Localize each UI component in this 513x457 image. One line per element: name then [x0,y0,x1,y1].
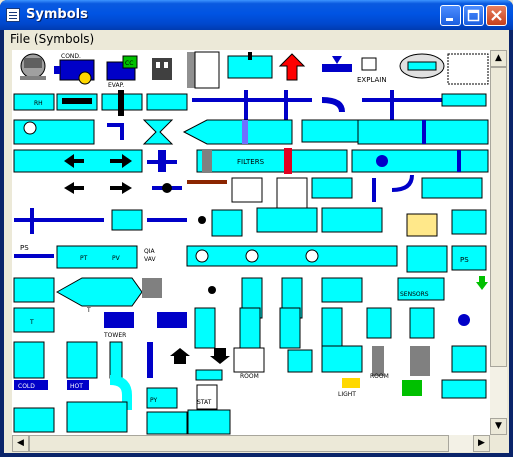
label-ps1: PS [20,244,29,252]
valve-run-symbol[interactable] [351,149,489,173]
menu-file[interactable]: File (Symbols) [10,32,95,46]
heating-coil-symbol[interactable]: RH [13,93,55,111]
damper-row-symbol[interactable]: SENSORS [13,276,488,319]
pipe-cross-symbol[interactable] [152,177,308,209]
label-cond: COND. [61,53,81,60]
pipe-tee-symbol[interactable] [56,90,188,116]
window-title: Symbols [26,7,88,22]
coil-row-symbol[interactable]: ROOM ROOM [13,341,487,381]
close-icon [491,10,502,21]
duct-hatch-symbol[interactable] [187,51,220,89]
elbow-symbol[interactable] [311,174,483,202]
condenser-symbol[interactable]: COND. [54,53,95,85]
label-cc: CC [125,60,133,67]
label-coil-h: RH [34,100,43,107]
client-area: COND. CC EVAP. [4,48,509,453]
horizontal-scroll-thumb[interactable] [29,435,449,452]
close-button[interactable] [486,5,507,26]
evaporator-symbol[interactable]: CC EVAP. [106,55,138,89]
valve-symbol[interactable] [322,56,352,72]
blue-pipe-run-symbol[interactable] [362,90,487,120]
vertical-scrollbar[interactable]: ▲ ▼ [490,50,507,435]
scroll-up-button[interactable]: ▲ [490,50,507,67]
label-vav: VAV [144,256,156,263]
maximize-button[interactable] [463,5,484,26]
sensor-row-symbol[interactable]: PS PT PV QIA VAV PS [14,244,487,273]
duct-reducer-symbol[interactable] [142,119,293,145]
label-evap: EVAP. [108,82,124,89]
horizontal-scrollbar[interactable]: ◀ ▶ [12,435,490,452]
label-ps2: PS [460,256,469,264]
symbols-palette[interactable]: COND. CC EVAP. [12,50,490,435]
label-room1: ROOM [240,373,259,380]
explain-symbol[interactable]: EXPLAIN [357,57,387,84]
label-room2: ROOM [370,373,389,380]
fan-symbol[interactable] [399,53,489,85]
label-stat: STAT [197,399,212,406]
app-icon[interactable] [6,8,20,22]
minimize-button[interactable] [440,5,461,26]
arrow-pair-symbol[interactable] [64,182,132,194]
pipe-junction-symbol[interactable] [14,207,487,237]
label-filters: FILTERS [237,158,265,166]
hatched-duct-symbol[interactable] [301,119,489,145]
pump-symbol[interactable] [152,58,172,80]
label-py: PY [150,397,157,404]
bottom-row-symbol[interactable]: COLD HOT PY STAT LIGHT [13,375,487,435]
straight-duct-symbol[interactable] [227,52,273,79]
title-bar[interactable]: Symbols [0,0,513,30]
scroll-left-button[interactable]: ◀ [12,435,29,452]
direction-arrows-symbol[interactable] [13,149,143,173]
label-sensors: SENSORS [400,291,429,298]
label-pv: PV [112,255,121,262]
compressor-symbol[interactable] [20,53,46,80]
menu-bar: File (Symbols) [4,30,509,48]
label-cold: COLD [18,383,35,390]
scroll-down-button[interactable]: ▼ [490,418,507,435]
red-arrow-symbol[interactable] [278,53,306,81]
minimize-icon [446,18,453,21]
scroll-right-button[interactable]: ▶ [473,435,490,452]
label-explain: EXPLAIN [357,76,387,84]
label-tower: TOWER [103,332,126,339]
label-light: LIGHT [338,391,356,398]
filter-symbol[interactable]: FILTERS [196,148,348,174]
symbols-canvas[interactable]: COND. CC EVAP. [12,50,490,435]
label-qia: QIA [144,248,155,255]
fan-duct-symbol[interactable] [13,119,124,145]
label-hot: HOT [70,383,83,390]
label-t1: T [29,319,34,326]
pipe-valve-symbol[interactable] [147,150,177,172]
label-t2: T [86,307,91,314]
vertical-scroll-thumb[interactable] [490,67,507,367]
blue-line-symbol[interactable] [192,90,345,120]
label-pt: PT [80,255,88,262]
maximize-icon [467,9,480,22]
